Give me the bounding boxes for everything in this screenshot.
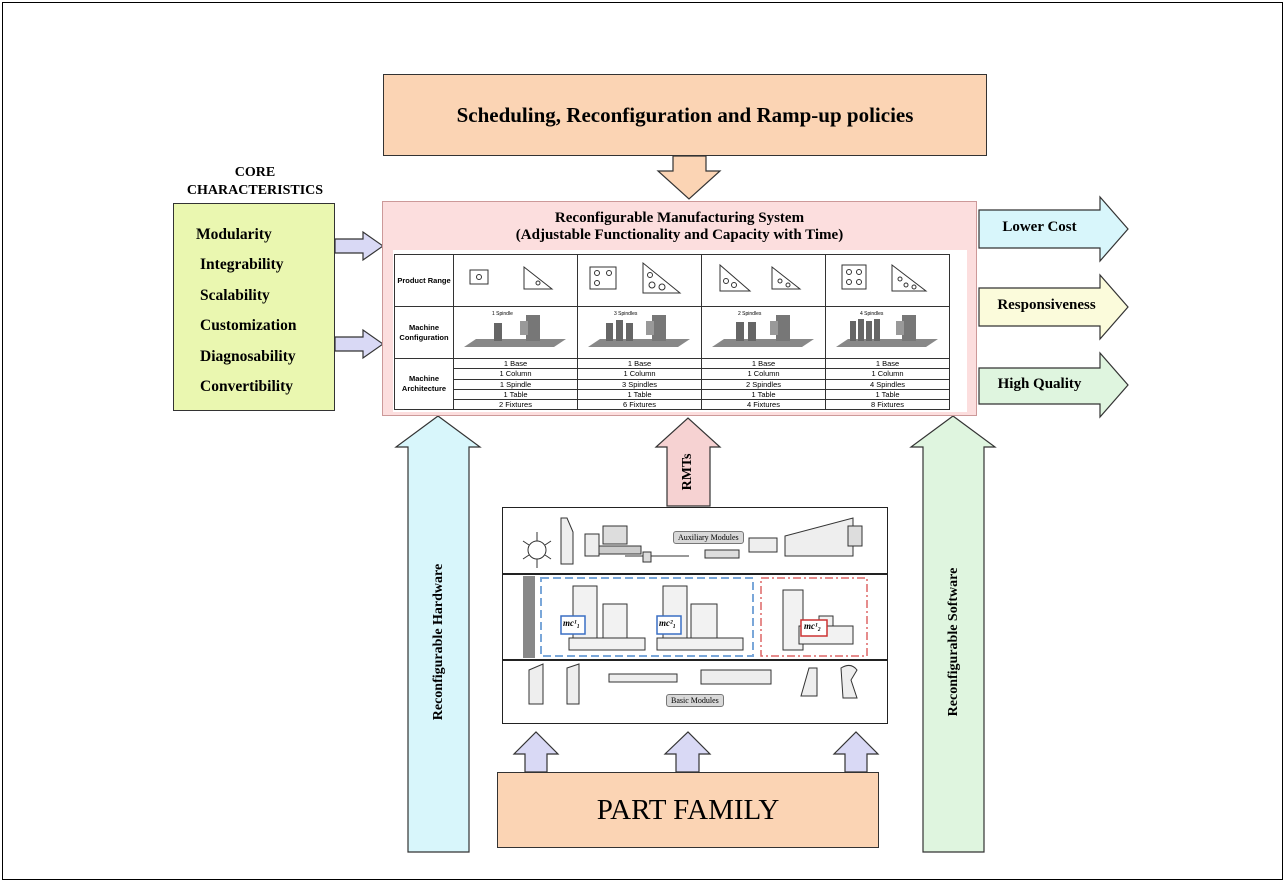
spindle-label: 2 Spindles [738, 311, 762, 317]
output-lower-cost: Lower Cost [1002, 219, 1077, 235]
rmt-configurations-label: RMT Configurations [513, 586, 521, 646]
policy-box: Scheduling, Reconfiguration and Ramp-up … [383, 74, 987, 156]
arch-line: 8 Fixtures [871, 400, 904, 410]
hardware-arrow [394, 415, 482, 853]
row-header-line: Machine [408, 374, 439, 384]
arch-line: 1 Table [578, 390, 701, 401]
hardware-label: Reconfigurable Hardware [431, 563, 446, 721]
arch-line: 1 Base [454, 359, 577, 370]
part-family-text: PART FAMILY [596, 793, 780, 826]
arch-line: 1 Table [826, 390, 949, 401]
auxiliary-modules-label: Auxiliary Modules [673, 531, 744, 544]
arch-line: 1 Column [454, 369, 577, 380]
product-cell-3 [701, 254, 826, 307]
core-item: Customization [200, 317, 297, 334]
arch-line: 1 Column [702, 369, 825, 380]
core-item: Convertibility [200, 378, 293, 395]
rms-title: Reconfigurable Manufacturing System (Adj… [383, 210, 976, 244]
row-header-product-range: Product Range [394, 254, 454, 307]
output-responsiveness: Responsiveness [997, 297, 1096, 313]
arch-line: 6 Fixtures [623, 400, 656, 410]
spindle-label: 1 Spindle [492, 311, 513, 317]
high-quality-arrow [978, 351, 1129, 419]
arch-line: 1 Spindle [454, 380, 577, 390]
arch-line: 1 Table [454, 390, 577, 401]
product-cell-2 [577, 254, 702, 307]
machine-illustration: 1 Spindle [464, 311, 566, 347]
core-arrow-lower [334, 328, 385, 360]
part-up-arrow-1 [512, 731, 560, 773]
policy-text: Scheduling, Reconfiguration and Ramp-up … [456, 102, 914, 127]
policy-down-arrow [656, 155, 722, 200]
rms-title-line2: (Adjustable Functionality and Capacity w… [515, 227, 844, 243]
part-up-arrow-3 [832, 731, 880, 773]
mc-label: mc²₁ [659, 618, 676, 628]
lower-cost-arrow [978, 195, 1129, 263]
software-label: Reconfigurable Software [946, 567, 961, 717]
row-header-machine-arch: Machine Architecture [394, 357, 454, 411]
rmts-label: RMTs [680, 453, 695, 491]
core-item: Diagnosability [200, 348, 296, 365]
machine-config-row: Machine Configuration 1 Spindle 3 Spindl… [394, 306, 950, 359]
arch-line: 1 Column [826, 369, 949, 380]
arch-cell: 1 Base 1 Column 3 Spindles 1 Table 6 Fix… [577, 357, 702, 411]
arch-line: 1 Column [578, 369, 701, 380]
arch-line: 3 Spindles [578, 380, 701, 390]
core-item: Scalability [200, 287, 270, 304]
arch-cell: 1 Base 1 Column 1 Spindle 1 Table 2 Fixt… [453, 357, 578, 411]
config-cell-4: 4 Spindles [825, 306, 950, 359]
arch-line: 1 Base [702, 359, 825, 370]
arch-line: 1 Table [702, 390, 825, 401]
rms-box: Reconfigurable Manufacturing System (Adj… [382, 201, 977, 416]
core-item: Modularity [196, 226, 272, 243]
basic-modules-label: Basic Modules [666, 694, 724, 707]
rms-title-line1: Reconfigurable Manufacturing System [554, 210, 805, 226]
part-up-arrow-2 [663, 731, 712, 773]
product-cell-1 [453, 254, 578, 307]
arch-line: 1 Base [826, 359, 949, 370]
config-cell-2: 3 Spindles [577, 306, 702, 359]
config-cell-3: 2 Spindles [701, 306, 826, 359]
core-item: Integrability [200, 256, 284, 273]
row-header-line: Machine [408, 322, 439, 332]
spindle-label: 4 Spindles [860, 311, 884, 317]
spindle-label: 3 Spindles [614, 311, 638, 317]
core-arrow-upper [334, 230, 385, 262]
arch-cell: 1 Base 1 Column 4 Spindles 1 Table 8 Fix… [825, 357, 950, 411]
row-header-machine-config: Machine Configuration [394, 306, 454, 359]
arch-line: 1 Base [578, 359, 701, 370]
arch-line: 4 Fixtures [747, 400, 780, 410]
mc-label: mc¹₂ [804, 621, 821, 631]
core-title-line2: CHARACTERISTICS [186, 183, 324, 198]
arch-line: 2 Spindles [702, 380, 825, 390]
product-cell-4 [825, 254, 950, 307]
arch-cell: 1 Base 1 Column 2 Spindles 1 Table 4 Fix… [701, 357, 826, 411]
product-range-row: Product Range [394, 254, 950, 307]
module-library-box: Auxiliary Modules Basic Modules RMT Conf… [502, 507, 888, 724]
rmts-arrow [654, 417, 722, 507]
row-header-line: Architecture [401, 384, 447, 394]
responsiveness-arrow [978, 273, 1129, 341]
arch-line: 2 Fixtures [499, 400, 532, 410]
part-family-box: PART FAMILY [497, 772, 879, 848]
machine-illustration: 3 Spindles [588, 311, 690, 347]
mc-label: mc¹₁ [563, 618, 580, 628]
arch-line: 4 Spindles [826, 380, 949, 390]
row-header-line: Configuration [399, 332, 449, 342]
machine-arch-row: Machine Architecture 1 Base 1 Column 1 S… [394, 357, 950, 411]
module-library-illustration [503, 517, 887, 705]
config-cell-1: 1 Spindle [453, 306, 578, 359]
output-high-quality: High Quality [997, 376, 1082, 392]
core-characteristics-box: Modularity Integrability Scalability Cus… [173, 203, 335, 411]
software-arrow [909, 415, 997, 853]
machine-illustration: 2 Spindles [712, 311, 814, 347]
core-title: CORE CHARACTERISTICS [170, 164, 340, 200]
rms-table: Product Range Machine Configuration 1 Sp… [394, 254, 950, 411]
core-title-line1: CORE [234, 165, 276, 180]
machine-illustration: 4 Spindles [836, 311, 938, 347]
